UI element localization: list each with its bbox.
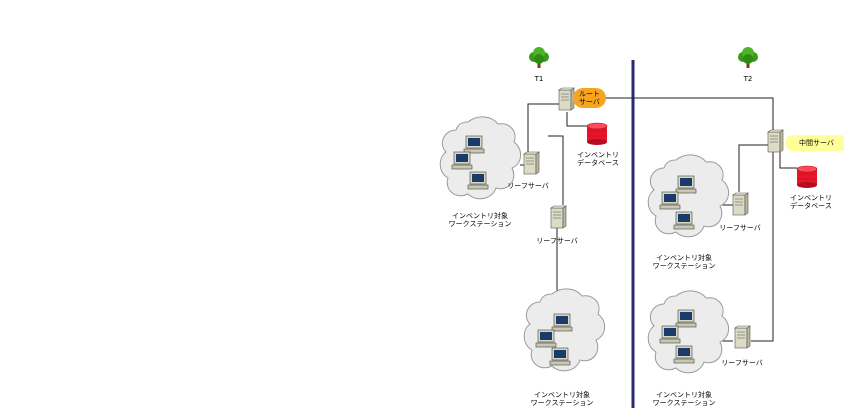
inventory-database-icon [586, 122, 608, 146]
leaf-server-label: リーフサーバ [507, 182, 549, 190]
intermediate-server-label: 中間サーバ [785, 135, 844, 151]
leaf-server-icon [734, 325, 751, 349]
workstation-cloud-2 [523, 288, 606, 372]
intermediate-server-icon [767, 129, 784, 153]
tree-t1-icon [529, 47, 549, 68]
inventory-database-icon [796, 165, 818, 189]
root-server-label: ルート サーバ [573, 88, 606, 108]
leaf-server-label: リーフサーバ [721, 359, 763, 367]
tree-t2-icon [738, 47, 758, 68]
root-server-icon [558, 87, 575, 111]
database-label: インベントリ データベース [577, 151, 619, 167]
leaf-server-icon [523, 151, 540, 175]
workstations-label: インベントリ対象 ワークステーション [530, 391, 594, 407]
workstations-label: インベントリ対象 ワークステーション [448, 212, 512, 228]
leaf-server-icon [550, 205, 567, 229]
workstations-label: インベントリ対象 ワークステーション [652, 391, 716, 407]
database-label: インベントリ データベース [790, 194, 832, 210]
tree-label-t1: T1 [534, 75, 544, 83]
workstations-label: インベントリ対象 ワークステーション [652, 254, 716, 270]
workstation-cloud-4 [647, 290, 730, 374]
leaf-server-label: リーフサーバ [719, 224, 761, 232]
leaf-server-label: リーフサーバ [536, 237, 578, 245]
tree-label-t2: T2 [743, 75, 753, 83]
leaf-server-icon [732, 192, 749, 216]
